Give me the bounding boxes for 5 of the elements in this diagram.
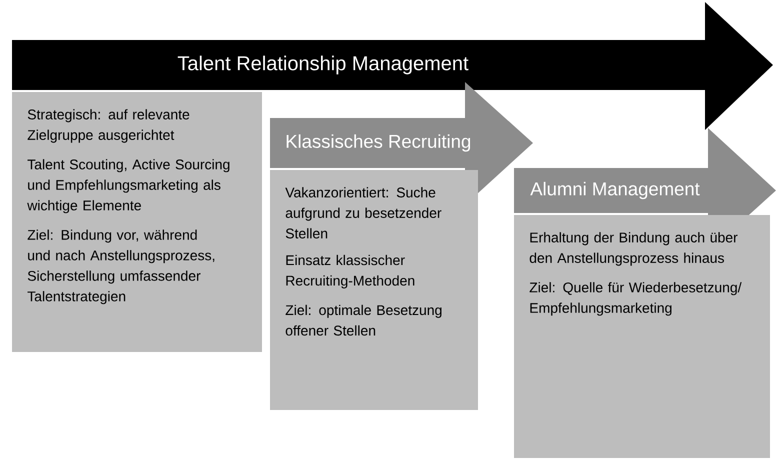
body-text: Einsatz klassischer Recruiting-Methoden — [286, 254, 414, 288]
body-text: Ziel: optimale Besetzung offener Stellen — [286, 304, 442, 336]
body-text: Talent Scouting, Active Sourcing und Empfehlungsmarketing als wichtige Elemente — [27, 159, 230, 214]
body-text: Ziel: Quelle für Wiederbesetzung/ Empfehlungsmarketing — [530, 282, 742, 316]
body-text: Ziel: Bindung vor, während und nach Anstellungsprozess, Sicherstellung umfassender Talentstrategien — [28, 230, 214, 304]
